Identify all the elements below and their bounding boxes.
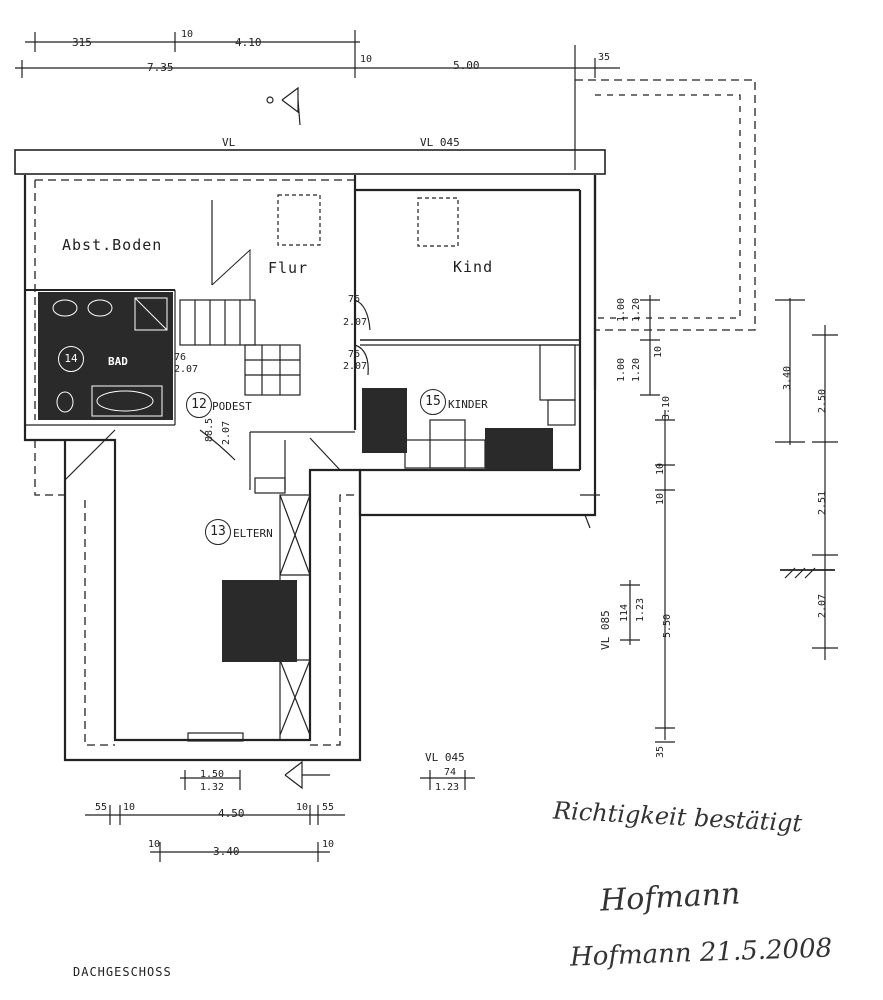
dim-chain-55a: 55 xyxy=(95,802,108,813)
door-bath-height: 2.07 xyxy=(174,364,199,375)
level-mark-vl045-top: VL 045 xyxy=(420,136,460,149)
dim-right-35: 35 xyxy=(655,745,666,758)
room-name-bad: BAD xyxy=(108,355,128,368)
window-b-2: 1.20 xyxy=(631,357,642,382)
room-kind: Kind xyxy=(453,258,494,276)
dim-bottom-74: 74 xyxy=(444,767,457,778)
dim-right-310: 3.10 xyxy=(661,395,672,420)
room-name-podest: PODEST xyxy=(212,400,252,413)
window-b-1: 1.00 xyxy=(616,357,627,382)
dim-top-10a: 10 xyxy=(181,29,194,40)
bed-kinder-a xyxy=(362,388,407,453)
room-number-kinder: 15 xyxy=(420,389,446,415)
dim-chain-10a: 10 xyxy=(123,802,136,813)
door-podest-height: 2.07 xyxy=(221,420,232,445)
dim-chain-10b: 10 xyxy=(296,802,309,813)
level-mark-vl045-bottom: VL 045 xyxy=(425,751,465,764)
dim-bottom-123: 1.23 xyxy=(435,782,460,793)
dim-top-10b: 10 xyxy=(360,54,373,65)
dim-vl085-123: 1.23 xyxy=(635,597,646,622)
dim-chain2-340: 3.40 xyxy=(213,845,240,858)
dim-chain2-10a: 10 xyxy=(148,839,161,850)
dim-vl085-114: 114 xyxy=(619,603,630,622)
dim-far-251: 2.51 xyxy=(817,490,828,515)
room-flur: Flur xyxy=(268,259,309,277)
room-number-eltern: 13 xyxy=(205,519,231,545)
room-abst-boden: Abst.Boden xyxy=(62,236,163,254)
dim-right-10b: 10 xyxy=(655,462,666,475)
dim-far-250: 2.50 xyxy=(817,388,828,413)
dim-chain-450: 4.50 xyxy=(218,807,245,820)
room-name-eltern: ELTERN xyxy=(233,527,273,540)
dim-bottom-150: 1.50 xyxy=(200,769,225,780)
dim-bottom-132: 1.32 xyxy=(200,782,225,793)
door-podest-width: 88.5 xyxy=(204,417,215,442)
double-bed xyxy=(222,580,297,662)
dim-far-207: 2.07 xyxy=(817,593,828,618)
window-a-2: 1.20 xyxy=(631,297,642,322)
window-a-1: 1.00 xyxy=(616,297,627,322)
door-bath-width: 76 xyxy=(174,352,187,363)
door-kind-height: 2.07 xyxy=(343,317,368,328)
level-mark-vl085: VL 085 xyxy=(599,610,612,650)
dim-right-550: 5.50 xyxy=(662,613,673,638)
plan-title: DACHGESCHOSS xyxy=(73,965,172,979)
dim-right-10c: 10 xyxy=(655,492,666,505)
dim-top-500: 5.00 xyxy=(453,59,480,72)
dim-top-410: 4.10 xyxy=(235,36,262,49)
dim-right-10a: 10 xyxy=(653,345,664,358)
bed-kinder-b xyxy=(485,428,553,470)
dim-top-35: 35 xyxy=(598,52,611,63)
room-number-podest: 12 xyxy=(186,392,212,418)
dim-chain2-10b: 10 xyxy=(322,839,335,850)
dim-chain-55b: 55 xyxy=(322,802,335,813)
door-kind-width: 76 xyxy=(348,294,361,305)
handwritten-signature: Hofmann xyxy=(599,876,742,919)
door-kinder-height: 2.07 xyxy=(343,361,368,372)
dim-top-315: 315 xyxy=(72,36,92,49)
dim-far-340: 3.40 xyxy=(782,365,793,390)
dim-top-735: 7.35 xyxy=(147,61,174,74)
room-name-kinder: KINDER xyxy=(448,398,488,411)
level-mark-vl: VL xyxy=(222,136,236,149)
door-kinder-width: 76 xyxy=(348,349,361,360)
room-number-bad: 14 xyxy=(58,346,84,372)
